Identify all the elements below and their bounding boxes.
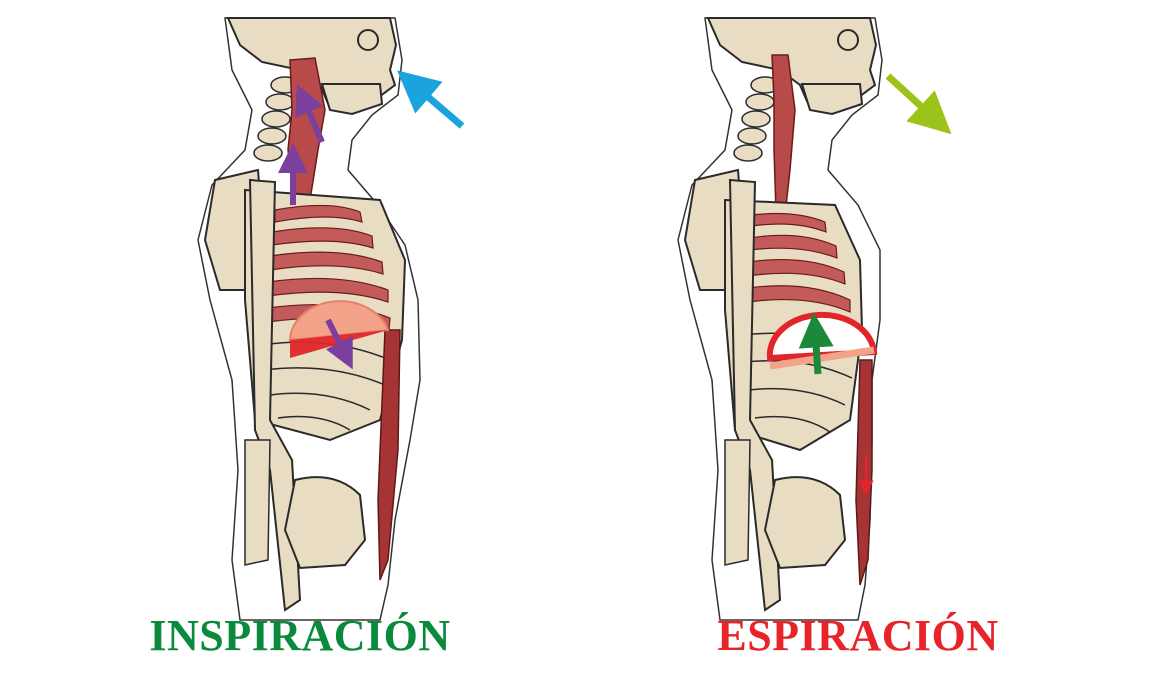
expiration-panel: ESPIRACIÓN [580,0,1160,674]
jaw [800,83,864,116]
diaphragm-arrow [325,318,353,370]
expiration-caption: ESPIRACIÓN [717,611,999,660]
jaw [320,83,384,116]
eye-socket [837,29,859,51]
pelvis [763,476,847,570]
muscle-arrow-neck-upper [295,84,325,144]
rectus-abdominis [855,359,873,586]
cervical-spine [733,76,780,162]
diaphragm-arrow [798,312,834,375]
inspiration-illustration [197,17,465,621]
inspiration-caption: INSPIRACIÓN [149,611,451,660]
diaphragm-base [769,346,875,370]
lumbar-spine [724,439,751,566]
diaphragm-before [288,300,390,342]
intercostal-muscles [747,212,851,313]
pelvis [283,476,367,570]
expiration-illustration [677,17,952,621]
airflow-arrow [397,70,465,129]
eye-socket [357,29,379,51]
inspiration-panel: INSPIRACIÓN [149,17,465,660]
body-outline [197,17,421,621]
scalene-muscles [771,54,796,217]
lumbar-spine [244,439,271,566]
airflow-arrow [885,73,952,135]
rectus-abdominis [377,329,401,581]
